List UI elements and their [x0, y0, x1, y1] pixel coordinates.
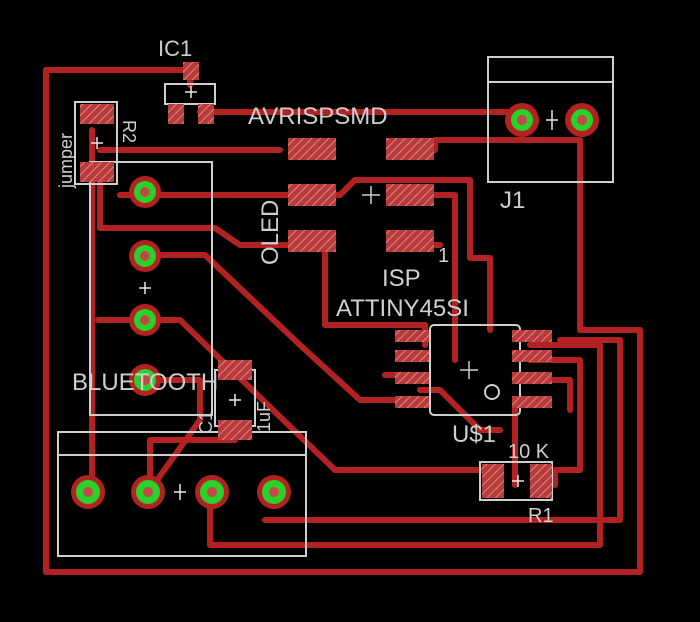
bluetooth-label: BLUETOOTH [72, 369, 218, 396]
isp-pad [386, 230, 434, 252]
r1-pad [530, 464, 552, 498]
attiny-pad [512, 372, 552, 384]
c1-label: C1 [196, 411, 216, 434]
isp-label: ISP [382, 265, 421, 292]
bluetooth-pin-4 [129, 364, 161, 396]
trace [147, 437, 238, 493]
r2-label: R2 [119, 120, 139, 143]
bluetooth-pin-3 [129, 304, 161, 336]
r2-pad [80, 162, 114, 182]
isp-pad [386, 138, 434, 160]
c1-pad [218, 420, 252, 440]
jumper-outline [74, 101, 118, 185]
silkscreen-labels: IC1 R2 jumper AVRISPSMD OLED ISP 1 ATTIN… [56, 36, 554, 527]
attiny-pad [512, 330, 552, 342]
smd-pads [80, 62, 552, 498]
jumper-label: jumper [56, 133, 76, 189]
attiny-pad [512, 350, 552, 362]
j1-outline [487, 56, 614, 183]
r1-value-label: 10 K [508, 441, 550, 463]
attiny-pad [395, 396, 429, 408]
trace [527, 357, 583, 488]
j1-pin-1 [505, 103, 539, 137]
ic1-label: IC1 [158, 36, 192, 61]
trace [262, 337, 623, 523]
connector-pin-3 [195, 475, 229, 509]
j1-pin-2 [565, 103, 599, 137]
connector-pin-4 [257, 475, 291, 509]
silkscreen-outlines [57, 56, 614, 557]
c1-pad [218, 360, 252, 380]
connector-pin-1 [71, 475, 105, 509]
trace [97, 169, 303, 248]
attiny-pad [395, 372, 429, 384]
isp-pad [288, 230, 336, 252]
attiny-pad [395, 350, 429, 362]
trace [142, 252, 413, 403]
j1-label: J1 [500, 187, 525, 214]
bluetooth-pin-2 [129, 240, 161, 272]
avrispsmd-label: AVRISPSMD [248, 103, 388, 130]
r1-label: R1 [528, 505, 554, 527]
isp-pad [288, 138, 336, 160]
r1-pad [482, 464, 504, 498]
bottom-connector-outline [57, 431, 307, 557]
ic1-pad [198, 104, 214, 124]
attiny-label: ATTINY45SI [336, 295, 469, 322]
trace [207, 342, 603, 548]
usd1-label: U$1 [452, 421, 496, 448]
ic1-outline [164, 83, 216, 105]
connector-pin-2 [131, 475, 165, 509]
copper-traces [43, 67, 643, 575]
attiny-pad [395, 330, 429, 342]
trace [43, 67, 193, 88]
oled-label: OLED [257, 200, 284, 265]
ic1-pad [168, 104, 184, 124]
pad-crosshairs [91, 86, 524, 487]
r2-pad [80, 104, 114, 124]
trace [142, 377, 203, 493]
attiny-outline [429, 324, 521, 416]
attiny-pad [512, 396, 552, 408]
ic1-pad [183, 62, 199, 80]
trace [142, 317, 488, 488]
trace [307, 177, 493, 333]
cap-value-label: 1uF [254, 401, 274, 432]
pin1-label: 1 [438, 245, 449, 267]
through-hole-pads [71, 103, 599, 509]
bluetooth-outline [89, 161, 213, 416]
isp-pad [288, 184, 336, 206]
bluetooth-pin-1 [129, 176, 161, 208]
isp-pad [386, 184, 434, 206]
attiny-pin1-marker [484, 384, 500, 400]
trace [43, 67, 643, 575]
